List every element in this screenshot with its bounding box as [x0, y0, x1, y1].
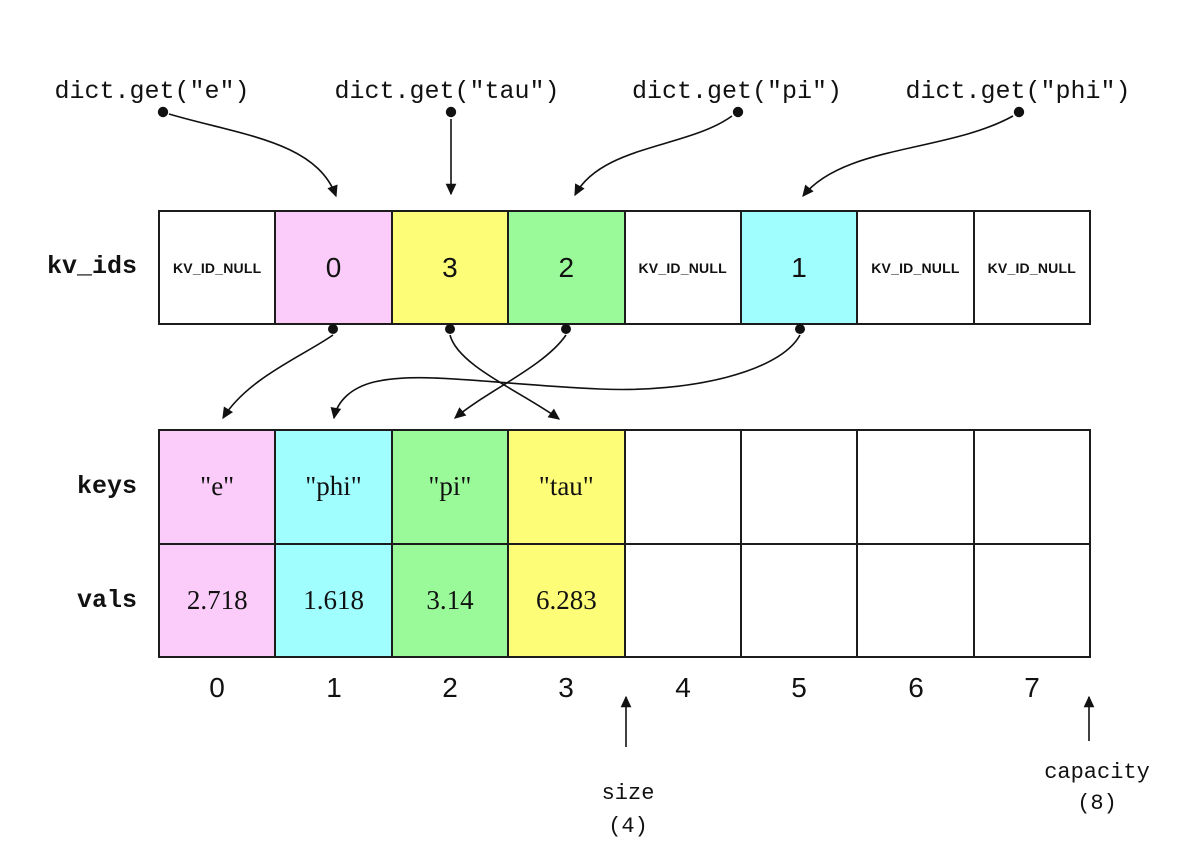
- dot-call-e: [157, 106, 169, 118]
- keys-cell-2: "pi": [392, 431, 508, 543]
- dot-kvid-1: [795, 324, 805, 334]
- arrow-call-pi-to-slot-3: [574, 115, 733, 197]
- vals-cell-3: 6.283: [509, 544, 624, 656]
- kv-ids-cell-3: 2: [509, 212, 624, 323]
- kv-ids-cell-4: KV_ID_NULL: [625, 212, 740, 323]
- kv-ids-cell-5: 1: [741, 212, 857, 323]
- capacity-value: (8): [1077, 791, 1117, 816]
- vals-cell-0: 2.718: [160, 544, 275, 656]
- keys-cell-4: [625, 431, 740, 543]
- keys-cell-0: "e": [160, 431, 275, 543]
- arrow-call-e-to-slot-1: [168, 113, 338, 198]
- arrow-kvid-3-to-key-3: [449, 334, 561, 420]
- row-label-vals: vals: [76, 586, 137, 615]
- keys-vals-array: "e" "phi" "pi" "tau" 2.718 1.618 3.14 6.…: [158, 429, 1091, 658]
- call-label-get-pi: dict.get("pi"): [631, 77, 843, 106]
- index-label-3: 3: [558, 672, 574, 703]
- vals-cell-4: [625, 544, 740, 656]
- dot-kvid-3: [445, 324, 455, 334]
- vals-cell-7: [974, 544, 1089, 656]
- vals-cell-6: [858, 544, 973, 656]
- call-label-get-e: dict.get("e"): [54, 77, 250, 106]
- capacity-label: capacity: [1044, 760, 1150, 785]
- vals-cell-5: [741, 544, 857, 656]
- dot-call-tau: [445, 106, 457, 118]
- index-label-1: 1: [326, 672, 342, 703]
- index-label-2: 2: [442, 672, 458, 703]
- size-value: (4): [608, 814, 648, 839]
- dot-call-phi: [1013, 106, 1025, 118]
- arrow-kvid-1-to-key-1: [330, 334, 801, 420]
- keys-cell-5: [741, 431, 857, 543]
- keys-cell-3: "tau": [509, 431, 624, 543]
- index-label-5: 5: [791, 672, 807, 703]
- arrow-kvid-0-to-key-0: [222, 334, 334, 420]
- kv-ids-cell-2: 3: [392, 212, 508, 323]
- keys-cell-7: [974, 431, 1089, 543]
- kv-ids-array: KV_ID_NULL 0 3 2 KV_ID_NULL 1 KV_ID_NULL…: [158, 210, 1091, 325]
- kv-ids-cell-0: KV_ID_NULL: [160, 212, 275, 323]
- index-label-4: 4: [675, 672, 691, 703]
- dot-kvid-0: [328, 324, 338, 334]
- call-label-get-tau: dict.get("tau"): [334, 77, 560, 106]
- keys-cell-1: "phi": [276, 431, 391, 543]
- dot-kvid-2: [561, 324, 571, 334]
- index-label-6: 6: [908, 672, 924, 703]
- row-label-keys: keys: [76, 472, 137, 501]
- kv-ids-cell-7: KV_ID_NULL: [974, 212, 1089, 323]
- arrow-kvid-2-to-key-2: [454, 334, 567, 419]
- kv-ids-cell-6: KV_ID_NULL: [858, 212, 973, 323]
- vals-cell-1: 1.618: [276, 544, 391, 656]
- size-label: size: [601, 781, 655, 806]
- call-label-get-phi: dict.get("phi"): [905, 77, 1131, 106]
- kv-ids-cell-1: 0: [276, 212, 391, 323]
- row-label-kv-ids: kv_ids: [46, 252, 137, 281]
- vals-cell-2: 3.14: [392, 544, 508, 656]
- index-label-0: 0: [209, 672, 225, 703]
- arrow-call-phi-to-slot-5: [802, 115, 1014, 197]
- dot-call-pi: [732, 106, 744, 118]
- keys-cell-6: [858, 431, 973, 543]
- index-label-7: 7: [1024, 672, 1040, 703]
